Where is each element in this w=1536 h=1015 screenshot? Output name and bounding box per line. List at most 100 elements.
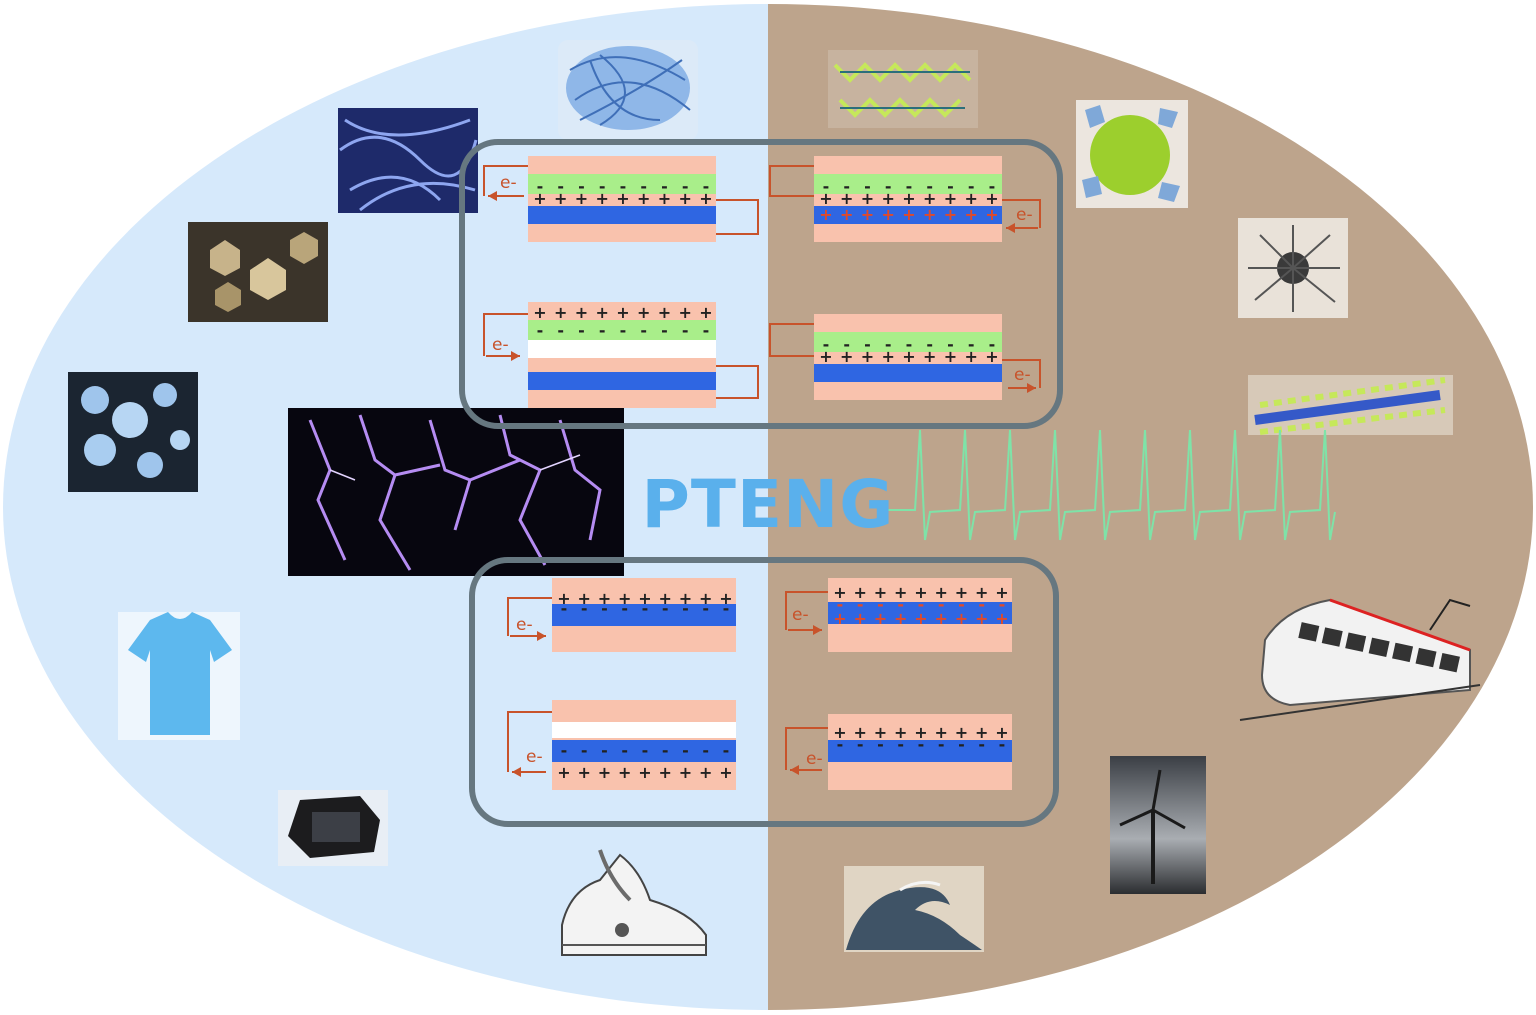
positive-charge: + — [819, 347, 832, 366]
positive-charge: + — [995, 723, 1008, 742]
induced-positive-charge: + — [995, 609, 1008, 628]
dendrimer-molecule-icon — [1238, 218, 1348, 318]
positive-charge: + — [944, 189, 957, 208]
negative-charge: - — [823, 177, 830, 196]
negative-charge: - — [968, 177, 975, 196]
negative-charge: - — [557, 177, 564, 196]
negative-charge: - — [601, 741, 608, 760]
wind-turbine-icon — [1110, 756, 1206, 894]
negative-charge: - — [723, 741, 730, 760]
negative-charge: - — [640, 321, 647, 340]
nanowire-sem-icon — [338, 108, 478, 213]
positive-charge: + — [975, 583, 988, 602]
negative-charge: - — [561, 599, 568, 618]
negative-charge: - — [621, 741, 628, 760]
negative-charge: - — [837, 735, 844, 754]
negative-charge: - — [662, 741, 669, 760]
positive-charge: + — [557, 589, 570, 608]
electron-flow-arrow-head — [790, 765, 799, 775]
electrode-layer-blue — [814, 364, 1002, 382]
positive-charge: + — [882, 347, 895, 366]
positive-charge: + — [679, 763, 692, 782]
electron-flow-arrow-head — [512, 767, 521, 777]
electron-flow-arrow-head — [1027, 383, 1036, 393]
induced-positive-charge: + — [861, 205, 874, 224]
electron-flow-arrow-head — [537, 631, 546, 641]
positive-charge: + — [923, 347, 936, 366]
external-circuit-wire — [1002, 359, 1041, 388]
negative-charge: - — [906, 177, 913, 196]
electron-flow-arrow-head — [511, 351, 520, 361]
electron-flow-arrow-head — [1006, 223, 1015, 233]
positive-charge: + — [874, 723, 887, 742]
electrode-layer-blue — [814, 206, 1002, 224]
lightning-icon — [288, 408, 624, 576]
electrode-layer-blue — [528, 206, 716, 224]
electron-label: e- — [1016, 205, 1033, 225]
induced-negative-charge: - — [877, 595, 884, 614]
electron-label: e- — [1014, 365, 1031, 385]
metal-organic-framework-icon — [1076, 100, 1188, 208]
negative-charge: - — [620, 177, 627, 196]
induced-positive-charge: + — [854, 609, 867, 628]
dielectric-layer — [814, 314, 1002, 400]
negative-charge: - — [885, 335, 892, 354]
positive-charge: + — [699, 303, 712, 322]
external-circuit-wire — [483, 165, 528, 196]
induced-negative-charge: - — [938, 595, 945, 614]
negative-charge: - — [578, 321, 585, 340]
negative-charge: - — [702, 741, 709, 760]
smartwatch-icon — [278, 790, 388, 866]
electron-label: e- — [806, 749, 823, 769]
negative-charge: - — [857, 735, 864, 754]
negative-charge: - — [864, 177, 871, 196]
external-circuit-wire — [1002, 199, 1041, 228]
positive-charge: + — [935, 723, 948, 742]
negative-charge: - — [926, 335, 933, 354]
negative-charge: - — [537, 321, 544, 340]
positive-charge: + — [679, 589, 692, 608]
induced-positive-charge: + — [975, 609, 988, 628]
negative-charge: - — [581, 599, 588, 618]
external-circuit-wire — [785, 727, 828, 770]
positive-charge: + — [854, 723, 867, 742]
positive-charge: + — [596, 303, 609, 322]
negative-charge: - — [926, 177, 933, 196]
positive-charge: + — [719, 763, 732, 782]
negative-charge: - — [601, 599, 608, 618]
negative-charge: - — [877, 735, 884, 754]
external-circuit-wire — [716, 199, 759, 235]
positive-charge: + — [914, 723, 927, 742]
negative-charge: - — [897, 735, 904, 754]
positive-charge: + — [533, 189, 546, 208]
positive-charge: + — [944, 347, 957, 366]
negative-charge: - — [843, 335, 850, 354]
electrode-layer-blue — [828, 740, 1012, 762]
positive-charge: + — [596, 189, 609, 208]
positive-charge: + — [985, 347, 998, 366]
induced-positive-charge: + — [935, 609, 948, 628]
positive-charge: + — [554, 189, 567, 208]
positive-charge: + — [638, 589, 651, 608]
electron-label: e- — [500, 173, 517, 193]
tshirt-icon — [118, 612, 240, 740]
negative-charge: - — [947, 335, 954, 354]
positive-charge: + — [995, 583, 1008, 602]
positive-charge: + — [902, 347, 915, 366]
electron-flow-arrow-head — [813, 625, 822, 635]
dielectric-layer — [814, 156, 1002, 242]
negative-charge: - — [621, 599, 628, 618]
induced-negative-charge: - — [897, 595, 904, 614]
induced-positive-charge: + — [923, 205, 936, 224]
negative-charge: - — [723, 599, 730, 618]
negative-charge: - — [662, 599, 669, 618]
induced-negative-charge: - — [999, 595, 1006, 614]
induced-negative-charge: - — [857, 595, 864, 614]
negative-charge: - — [682, 599, 689, 618]
positive-charge: + — [637, 303, 650, 322]
external-circuit-wire — [769, 323, 814, 357]
induced-positive-charge: + — [965, 205, 978, 224]
induced-positive-charge: + — [833, 609, 846, 628]
negative-charge: - — [958, 735, 965, 754]
positive-charge: + — [679, 189, 692, 208]
